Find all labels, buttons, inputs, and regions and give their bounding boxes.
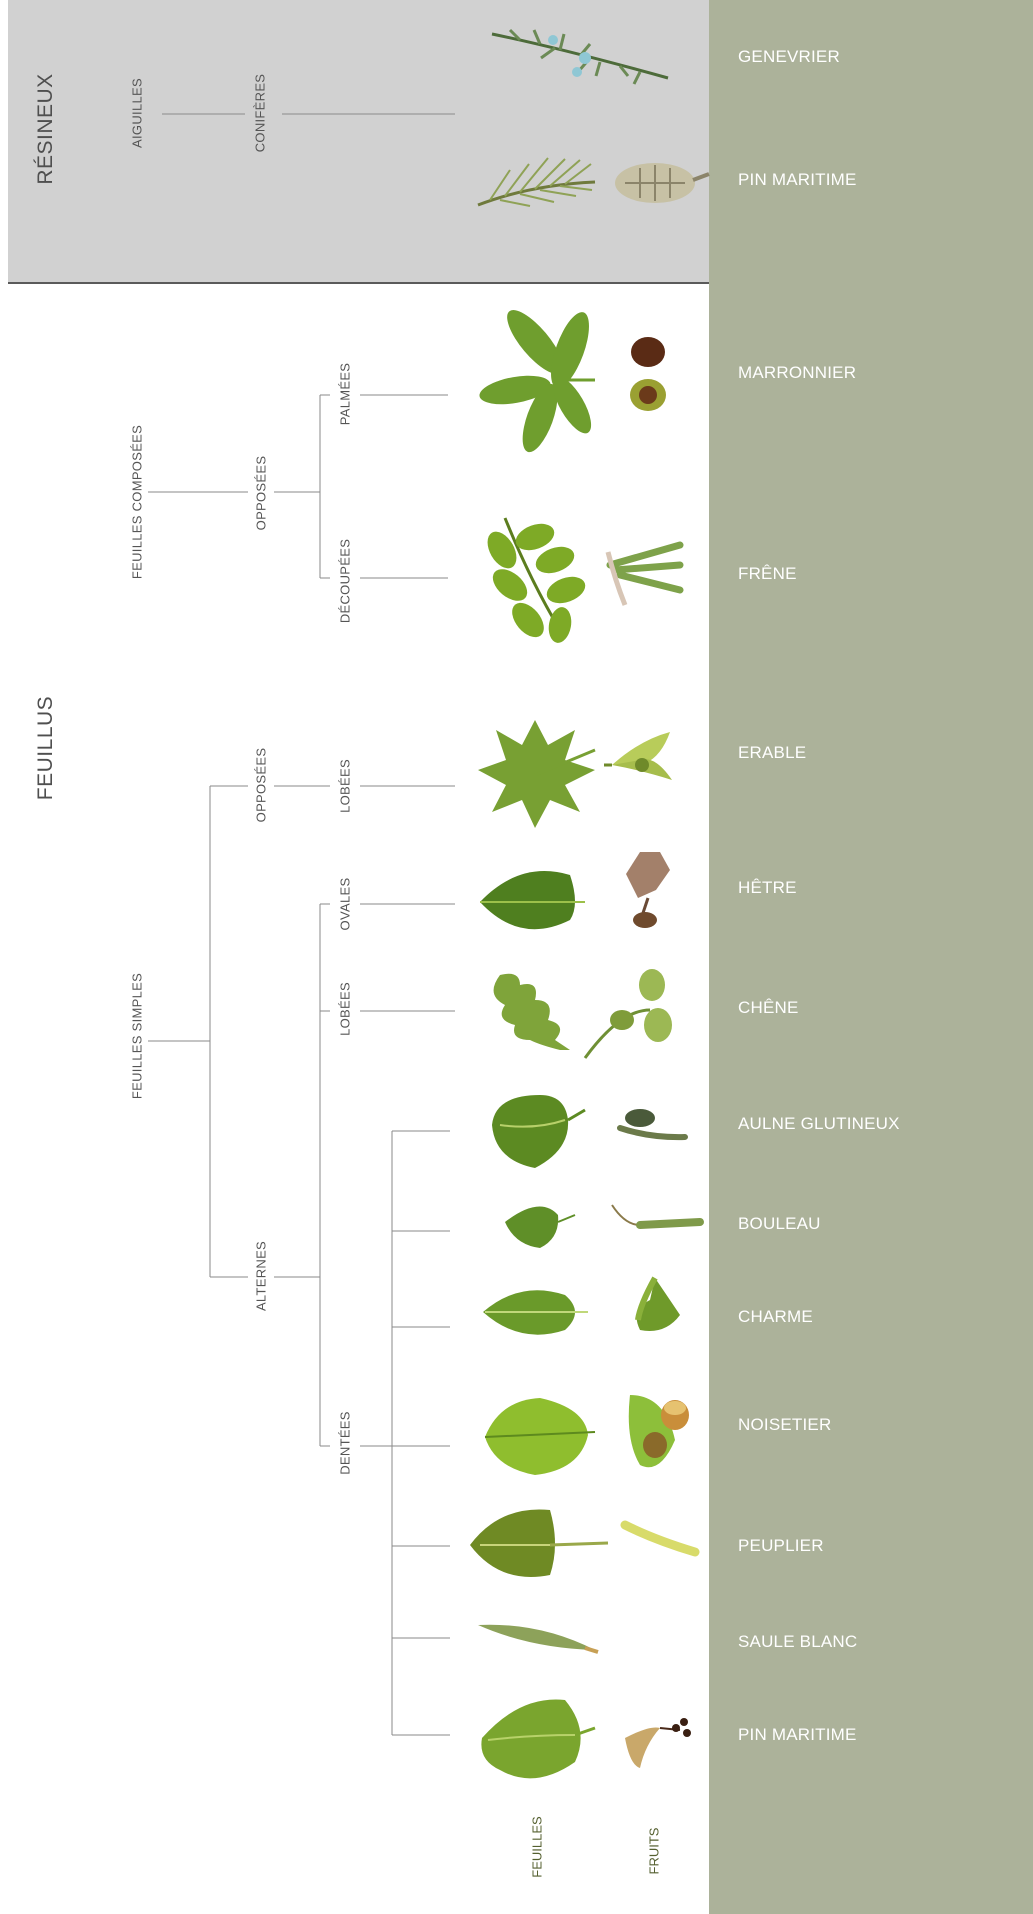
horse-chestnut-leaf-icon <box>477 302 598 456</box>
juniper-branch-icon <box>492 30 668 84</box>
species-name: FRÊNE <box>738 564 797 584</box>
hornbeam-fruit-icon <box>637 1278 680 1331</box>
poplar-catkin-icon <box>625 1525 695 1552</box>
branch-coniferes: CONIFÈRES <box>253 74 268 153</box>
ash-leaf-icon <box>482 518 589 645</box>
species-name: NOISETIER <box>738 1415 831 1435</box>
branch-alternes: ALTERNES <box>254 1241 269 1311</box>
hornbeam-leaf-icon <box>483 1290 588 1334</box>
species-name: CHARME <box>738 1307 813 1327</box>
species-name: AULNE GLUTINEUX <box>738 1114 900 1134</box>
pine-branch-icon <box>478 158 595 206</box>
branch-lobees-opposees: LOBÉES <box>338 759 353 813</box>
willow-leaf-icon <box>478 1625 598 1652</box>
acorn-icon <box>585 969 672 1058</box>
birch-catkin-icon <box>612 1205 700 1225</box>
column-label-feuilles: FEUILLES <box>530 1816 545 1877</box>
species-name: BOULEAU <box>738 1214 821 1234</box>
species-name: PEUPLIER <box>738 1536 824 1556</box>
hazel-leaf-icon <box>485 1398 595 1475</box>
species-name: MARRONNIER <box>738 363 856 383</box>
branch-aiguilles: AIGUILLES <box>130 78 145 148</box>
oak-leaf-icon <box>494 974 570 1050</box>
chestnut-fruit-icon <box>630 337 666 411</box>
branch-decoupees: DÉCOUPÉES <box>338 539 353 623</box>
species-name: HÊTRE <box>738 878 797 898</box>
beech-leaf-icon <box>480 871 585 929</box>
species-name: PIN MARITIME <box>738 170 857 190</box>
branch-feuilles-composees: FEUILLES COMPOSÉES <box>130 425 145 579</box>
maple-leaf-icon <box>478 720 595 828</box>
beech-nut-icon <box>626 852 670 928</box>
group-feuillus: FEUILLUS <box>34 696 58 800</box>
branch-feuilles-simples: FEUILLES SIMPLES <box>130 973 145 1099</box>
branch-opposees-composees: OPPOSÉES <box>254 456 269 531</box>
branch-lobees-alternes: LOBÉES <box>338 982 353 1036</box>
branch-dentees: DENTÉES <box>338 1411 353 1475</box>
poplar-leaf-icon <box>470 1509 608 1577</box>
winged-seed-icon <box>625 1718 691 1768</box>
species-name: CHÊNE <box>738 998 799 1018</box>
branch-ovales: OVALES <box>338 878 353 931</box>
species-name: SAULE BLANC <box>738 1632 857 1652</box>
ash-samara-icon <box>608 545 680 605</box>
pine-cone-icon <box>615 163 709 203</box>
column-label-fruits: FRUITS <box>647 1828 662 1875</box>
maple-samara-icon <box>604 732 672 780</box>
broadleaf-icon <box>481 1699 595 1778</box>
branch-opposees-simples: OPPOSÉES <box>254 748 269 823</box>
alder-catkin-icon <box>620 1109 685 1137</box>
branch-palmees: PALMÉES <box>338 363 353 426</box>
hazelnut-icon <box>629 1395 689 1467</box>
species-name: PIN MARITIME <box>738 1725 857 1745</box>
alder-leaf-icon <box>492 1095 585 1168</box>
birch-leaf-icon <box>505 1206 575 1248</box>
species-name: ERABLE <box>738 743 806 763</box>
group-resineux: RÉSINEUX <box>34 73 58 184</box>
species-name: GENEVRIER <box>738 47 840 67</box>
